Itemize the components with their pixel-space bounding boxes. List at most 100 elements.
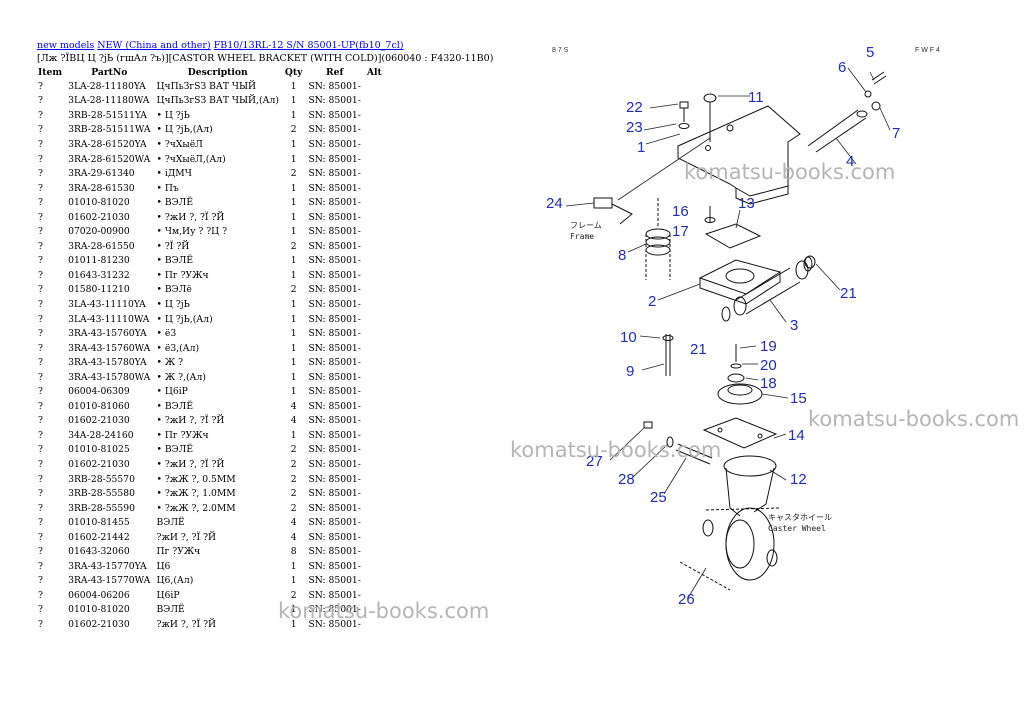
breadcrumb-link-new-models[interactable]: new models [37, 40, 95, 51]
alt-cell [364, 341, 385, 356]
callout-22: 22 [626, 99, 643, 116]
partno-cell: 3RA-43-15770YA [68, 560, 147, 572]
callout-26: 26 [678, 591, 695, 608]
item-cell: ? [38, 575, 43, 587]
qty-cell: 1 [290, 342, 297, 354]
ref-cell: SN: 85001- [308, 313, 361, 325]
ring-shape [804, 255, 816, 269]
qty-cell: 1 [290, 197, 297, 209]
ref-cell: SN: 85001- [308, 240, 361, 252]
alt-cell [364, 384, 385, 399]
callout-23: 23 [626, 119, 643, 136]
caster-label-jp: キャスタホイール [768, 513, 832, 522]
fork-top-shape [723, 455, 777, 477]
alt-cell [364, 399, 385, 414]
ref-cell: SN: 85001- [308, 560, 361, 572]
item-cell: ? [38, 371, 43, 383]
partno-cell: 01602-21442 [68, 531, 130, 543]
partno-cell: 01010-81020 [68, 604, 130, 616]
alt-cell [364, 414, 385, 429]
alt-cell [364, 224, 385, 239]
partno-cell: 3RA-29-61340 [68, 168, 135, 180]
ref-cell: SN: 85001- [308, 226, 361, 238]
description-cell: • ё3,(Ал) [156, 342, 200, 354]
item-cell: ? [38, 124, 43, 136]
alt-cell [364, 312, 385, 327]
callout-27: 27 [586, 453, 603, 470]
partno-cell: 3LA-43-11110WA [68, 313, 150, 325]
housing-shape [698, 259, 782, 295]
bearing-inner-shape [727, 384, 753, 396]
callout-15: 15 [790, 390, 807, 407]
callout-12: 12 [790, 471, 807, 488]
wheel-shape [725, 507, 775, 581]
breadcrumb-link-region[interactable]: NEW (China and other) [97, 40, 211, 51]
washer-shape [864, 90, 872, 98]
qty-cell: 2 [290, 284, 297, 296]
ref-cell: SN: 85001- [308, 182, 361, 194]
qty-cell: 8 [290, 546, 297, 558]
plate-hole-shape [717, 427, 723, 433]
ref-cell: SN: 85001- [308, 342, 361, 354]
ref-cell: SN: 85001- [308, 138, 361, 150]
washer-shape [704, 217, 716, 223]
alt-cell [364, 559, 385, 574]
description-cell: • Ц ?јЬ,(Ал) [156, 313, 213, 325]
partno-cell: 3RA-28-61550 [68, 240, 135, 252]
partno-cell: 3RA-28-61530 [68, 182, 135, 194]
breadcrumb-link-model[interactable]: FB10/13RL-12 S/N 85001-UP(fb10_7cl) [213, 40, 404, 51]
description-cell: • ВЭЛё [156, 284, 192, 296]
partno-cell: 3RB-28-55590 [68, 502, 135, 514]
alt-cell [364, 152, 385, 167]
watermark: komatsu-books.com [808, 407, 1020, 431]
ref-cell: SN: 85001- [308, 168, 361, 180]
partno-cell: 01010-81020 [68, 197, 130, 209]
partno-cell: 3LA-43-11110YA [68, 298, 146, 310]
item-cell: ? [38, 182, 43, 194]
alt-cell [364, 181, 385, 196]
alt-cell [364, 268, 385, 283]
alt-cell [364, 94, 385, 109]
qty-cell: 1 [290, 560, 297, 572]
alt-cell [364, 195, 385, 210]
qty-cell: 2 [290, 502, 297, 514]
washer-shape [678, 123, 690, 129]
col-partno-header: PartNo [91, 67, 128, 78]
description-cell: • ?чХыёЛ [156, 138, 203, 150]
callout-1: 1 [637, 139, 645, 156]
description-cell: • Ж ? [156, 357, 184, 369]
bolt-head-shape [643, 421, 653, 429]
qty-cell: 1 [290, 269, 297, 281]
callout-8: 8 [618, 247, 626, 264]
alt-cell [364, 137, 385, 152]
qty-cell: 2 [290, 168, 297, 180]
partno-cell: 3RA-43-15780YA [68, 357, 147, 369]
alt-cell [364, 355, 385, 370]
diagram-labels: フレーム Frame キャスタホイール Caster Wheel [570, 221, 832, 533]
washer-shape [730, 363, 742, 369]
alt-cell [364, 370, 385, 385]
description-cell: • iДМЧ [156, 168, 192, 180]
block-shape [593, 197, 613, 209]
item-cell: ? [38, 386, 43, 398]
bracket-hole-shape [705, 145, 711, 151]
ref-cell: SN: 85001- [308, 589, 361, 601]
watermark: komatsu-books.com [510, 438, 722, 462]
partno-cell: 3RA-43-15780WA [68, 371, 151, 383]
diagram-header-marks: 8 7 S F W F 4 [552, 47, 940, 54]
description-cell: ВЭЛЁ [156, 517, 185, 529]
qty-cell: 1 [290, 109, 297, 121]
item-cell: ? [38, 138, 43, 150]
qty-cell: 2 [290, 488, 297, 500]
alt-cell [364, 239, 385, 254]
